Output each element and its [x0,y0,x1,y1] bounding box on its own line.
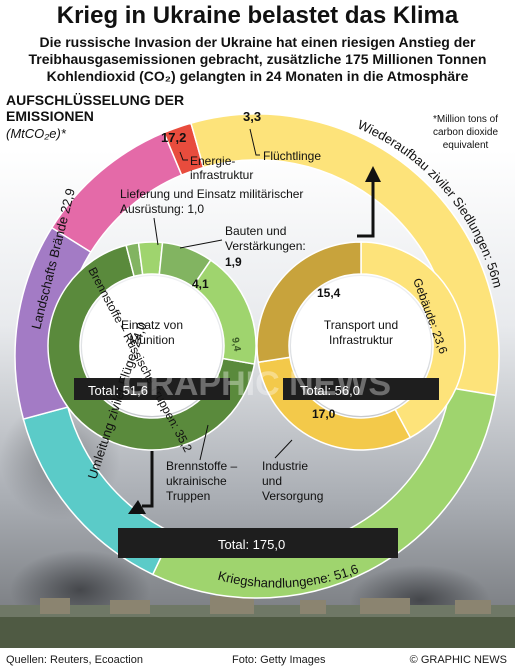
arrow-up-head [365,166,381,182]
copyright: © GRAPHIC NEWS [409,654,507,666]
industrie-leader [274,439,293,459]
left-total-band [74,378,230,400]
einsatz-label: Einsatz von [121,318,183,332]
outer-total-band [118,528,398,558]
arrow-down-line [142,451,154,508]
energie-value: 17,2 [161,130,186,145]
rings [14,113,500,599]
brenn-ukr-label-2: ukrainische [166,474,227,488]
left-total: Total: 51,6 [88,383,148,398]
subtitle-line: Die russische Invasion der Ukraine hat e… [39,34,476,50]
einsatz-label-2: Munition [129,333,174,347]
right-total-band [283,378,439,400]
sources: Quellen: Reuters, Ecoaction [6,654,143,666]
fluechtlinge-leader [249,128,260,156]
page-title: Krieg in Ukraine belastet das Klima [56,2,459,29]
bauten-label-2: Verstärkungen: [225,239,306,253]
unit-label: (MtCO₂e)* [6,126,66,141]
fluechtlinge-value: 3,3 [243,109,261,124]
subtitle-line: Kohlendioxid (CO₂) gelangten in 24 Monat… [46,68,469,84]
left-ring-segment [191,259,257,365]
arrow-up-line [357,180,375,238]
subtitle-line: Treibhausgasemissionen gebracht, zusätzl… [28,51,487,67]
bauten-leader [179,239,223,249]
page-subtitle: Die russische Invasion der Ukraine hat e… [20,34,495,85]
breakdown-line: EMISSIONEN [6,108,94,124]
breakdown-line: AUFSCHLÜSSELUNG DER [6,92,185,108]
outer-total: Total: 175,0 [218,537,285,552]
lieferung-label-2: Ausrüstung: 1,0 [120,202,204,216]
energie-label: Energie- [190,154,235,168]
right-total: Total: 56,0 [300,383,360,398]
brenn-ukr-leader [199,424,209,461]
footer: Quellen: Reuters, Ecoaction Foto: Getty … [0,648,515,671]
ukr-fuel-value: 9,4 [229,337,242,353]
photo-credit: Foto: Getty Images [232,654,326,666]
footnote-line: carbon dioxide [432,127,499,138]
industrie-value: 17,0 [312,407,336,421]
lieferung-leader [153,217,159,246]
arrow-down-head [128,500,146,514]
energie-leader [179,151,188,161]
footnote: *Million tons of carbon dioxide equivale… [418,113,513,152]
bauten-value: 1,9 [225,255,242,269]
einsatz-value: 4,1 [192,277,209,291]
breakdown-heading: AUFSCHLÜSSELUNG DER EMISSIONEN [6,92,206,124]
right-ring-segment [256,241,362,364]
industrie-label-2: und [262,474,282,488]
industrie-label: Industrie [262,459,308,473]
industrie-label-3: Versorgung [262,489,323,503]
brenn-ukr-label: Brennstoffe – [166,459,237,473]
energie-label-2: infrastruktur [190,168,253,182]
bauten-label: Bauten und [225,224,286,238]
footnote-line: *Million tons of [432,114,499,125]
brenn-ukr-label-3: Truppen [166,489,210,503]
transport-value: 15,4 [317,286,341,300]
transport-label-2: Infrastruktur [329,333,393,347]
footnote-line: equivalent [442,140,489,151]
fluechtlinge-label: Flüchtlinge [263,149,321,163]
lieferung-label: Lieferung und Einsatz militärischer [120,187,303,201]
watermark: GRAPHIC NEWS [123,365,391,403]
transport-label: Transport und [324,318,398,332]
left-ring-segment [137,241,164,276]
